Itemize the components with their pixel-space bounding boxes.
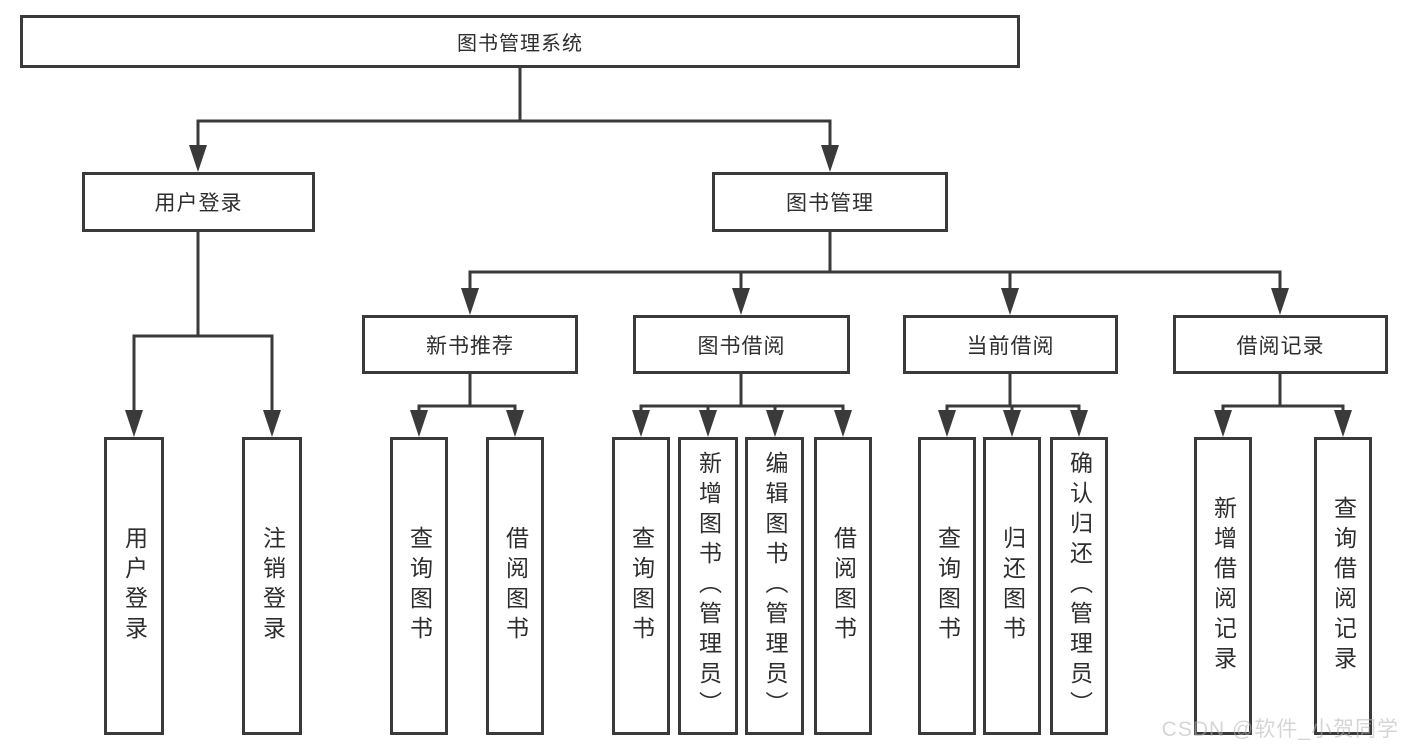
node-label: 用户登录 xyxy=(121,526,148,646)
node-label: 借阅记录 xyxy=(1236,334,1325,358)
node-label: 新增图书（管理员） xyxy=(695,451,722,721)
leaf-logout: 注销登录 xyxy=(242,437,302,735)
node-label: 图书管理 xyxy=(786,192,874,215)
node-borrowing-records: 借阅记录 xyxy=(1173,315,1388,374)
node-new-book-recommendation: 新书推荐 xyxy=(362,315,578,374)
node-label: 查询图书 xyxy=(406,526,433,646)
leaf-add-book-admin: 新增图书（管理员） xyxy=(678,437,738,735)
node-label: 归还图书 xyxy=(999,526,1026,646)
node-label: 查询借阅记录 xyxy=(1330,496,1357,676)
node-label: 当前借阅 xyxy=(966,334,1055,358)
node-label: 查询图书 xyxy=(934,526,961,646)
node-current-borrowing: 当前借阅 xyxy=(903,315,1118,374)
node-label: 借阅图书 xyxy=(830,526,857,646)
leaf-query-books-borrowing: 查询图书 xyxy=(612,437,670,735)
node-book-management-system: 图书管理系统 xyxy=(20,15,1020,68)
node-label: 注销登录 xyxy=(259,526,286,646)
leaf-query-books-recommend: 查询图书 xyxy=(390,437,448,735)
node-label: 新书推荐 xyxy=(426,334,514,358)
leaf-confirm-return-admin: 确认归还（管理员） xyxy=(1050,437,1108,735)
node-label: 新增借阅记录 xyxy=(1210,496,1237,676)
node-user-login: 用户登录 xyxy=(82,172,315,232)
node-book-management: 图书管理 xyxy=(712,172,948,232)
node-book-borrowing: 图书借阅 xyxy=(633,315,850,374)
leaf-add-borrow-record: 新增借阅记录 xyxy=(1194,437,1252,735)
node-label: 借阅图书 xyxy=(502,526,529,646)
node-label: 图书管理系统 xyxy=(457,33,583,55)
csdn-watermark: CSDN @软件_小贺同学 xyxy=(1161,718,1399,741)
leaf-query-borrow-record: 查询借阅记录 xyxy=(1314,437,1372,735)
leaf-borrow-books: 借阅图书 xyxy=(814,437,872,735)
node-label: 编辑图书（管理员） xyxy=(762,451,788,721)
leaf-edit-book-admin: 编辑图书（管理员） xyxy=(745,437,804,735)
node-label: 查询图书 xyxy=(628,526,655,646)
leaf-user-login: 用户登录 xyxy=(104,437,164,735)
node-label: 图书借阅 xyxy=(697,334,786,358)
leaf-query-books-current: 查询图书 xyxy=(918,437,976,735)
node-label: 确认归还（管理员） xyxy=(1066,451,1093,721)
node-label: 用户登录 xyxy=(154,192,243,215)
leaf-return-books: 归还图书 xyxy=(983,437,1041,735)
leaf-borrow-books-recommend: 借阅图书 xyxy=(486,437,544,735)
